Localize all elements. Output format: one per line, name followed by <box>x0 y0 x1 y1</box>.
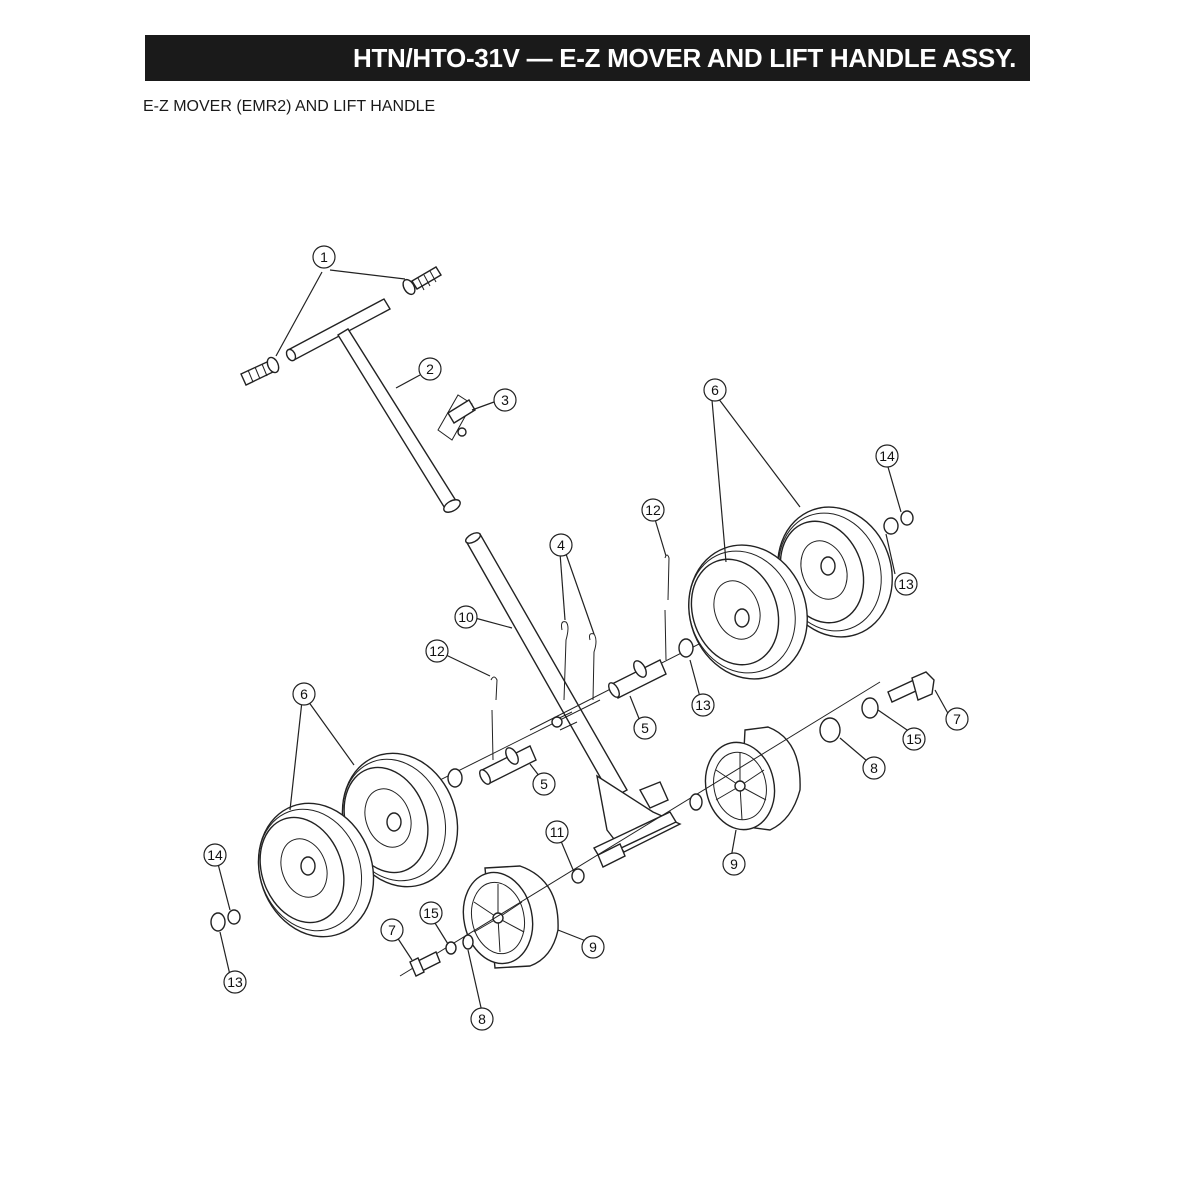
cotter-pins <box>490 554 670 761</box>
page-title: HTN/HTO-31V — E-Z MOVER AND LIFT HANDLE … <box>145 35 1030 81</box>
callout-13-lower: 13 <box>223 970 247 994</box>
roller-right <box>704 726 801 831</box>
callout-5-upper: 5 <box>633 716 657 740</box>
callout-7-right: 7 <box>945 707 969 731</box>
svg-text:2: 2 <box>426 361 434 377</box>
callout-6-upper: 6 <box>703 378 727 402</box>
svg-text:5: 5 <box>540 776 548 792</box>
washers <box>210 510 914 955</box>
bolt-right <box>887 671 935 703</box>
callout-9-right: 9 <box>722 852 746 876</box>
svg-text:15: 15 <box>423 905 439 921</box>
roller-axle <box>399 681 881 977</box>
svg-text:7: 7 <box>388 922 396 938</box>
callout-11: 11 <box>545 820 569 844</box>
callout-10: 10 <box>454 605 478 629</box>
axle-upper <box>529 612 761 731</box>
roller-left <box>462 865 559 969</box>
svg-text:14: 14 <box>879 448 895 464</box>
svg-text:7: 7 <box>953 711 961 727</box>
lift-handle <box>464 532 682 859</box>
svg-text:8: 8 <box>870 760 878 776</box>
callout-6-lower: 6 <box>292 682 316 706</box>
svg-text:14: 14 <box>207 847 223 863</box>
callout-12-lower: 12 <box>425 639 449 663</box>
callout-3: 3 <box>493 388 517 412</box>
callout-2: 2 <box>418 357 442 381</box>
svg-text:1: 1 <box>320 249 328 265</box>
callout-13-middle: 13 <box>691 693 715 717</box>
diagram-subtitle: E-Z MOVER (EMR2) AND LIFT HANDLE <box>143 98 436 115</box>
callout-7-left: 7 <box>380 918 404 942</box>
callout-1: 1 <box>312 245 336 269</box>
callout-4: 4 <box>549 533 573 557</box>
t-handle <box>285 298 461 513</box>
hairpin-clips <box>551 621 597 728</box>
svg-text:9: 9 <box>589 939 597 955</box>
svg-text:4: 4 <box>557 537 565 553</box>
callout-13-upper: 13 <box>894 572 918 596</box>
svg-text:13: 13 <box>898 576 914 592</box>
callout-12-upper: 12 <box>641 498 665 522</box>
svg-text:15: 15 <box>906 731 922 747</box>
svg-text:10: 10 <box>458 609 474 625</box>
callout-15-right: 15 <box>902 727 926 751</box>
grip-right <box>402 266 442 296</box>
svg-text:8: 8 <box>478 1011 486 1027</box>
svg-text:12: 12 <box>429 643 445 659</box>
callout-8-right: 8 <box>862 756 886 780</box>
callout-9-left: 9 <box>581 935 605 959</box>
svg-text:5: 5 <box>641 720 649 736</box>
callout-14-lower: 14 <box>203 843 227 867</box>
wheel-lower-rear <box>257 802 375 938</box>
svg-text:6: 6 <box>300 686 308 702</box>
svg-text:9: 9 <box>730 856 738 872</box>
svg-text:11: 11 <box>550 824 565 840</box>
wheel-upper-front <box>688 544 808 680</box>
svg-text:3: 3 <box>501 392 509 408</box>
callout-5-lower: 5 <box>532 772 556 796</box>
svg-text:13: 13 <box>695 697 711 713</box>
callout-14-upper: 14 <box>875 444 899 468</box>
callout-15-left: 15 <box>419 901 443 925</box>
bolt-left <box>409 951 441 977</box>
svg-text:6: 6 <box>711 382 719 398</box>
svg-text:13: 13 <box>227 974 243 990</box>
callout-8-left: 8 <box>470 1007 494 1031</box>
svg-text:12: 12 <box>645 502 661 518</box>
grip-left <box>240 356 280 386</box>
lynch-pin <box>437 394 476 441</box>
